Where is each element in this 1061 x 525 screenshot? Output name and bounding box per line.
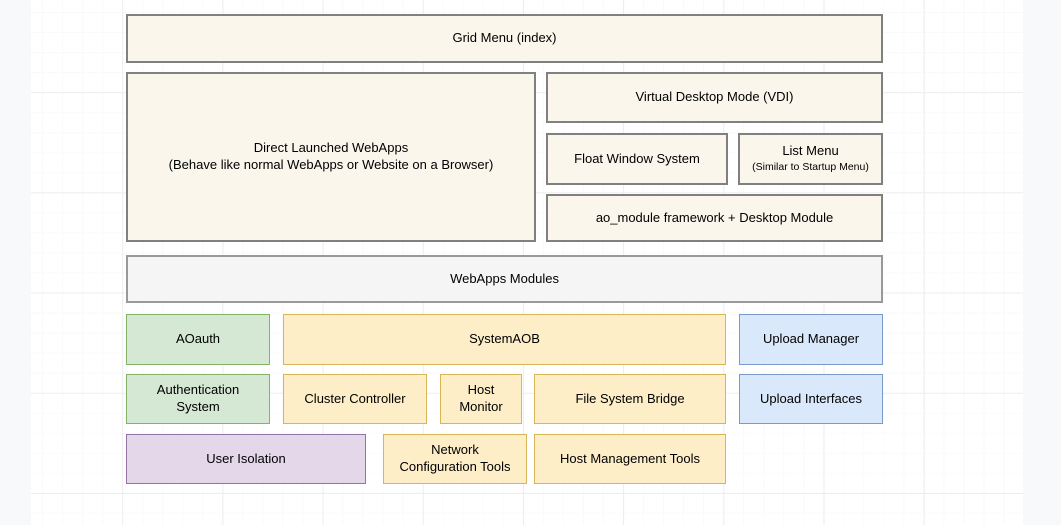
node-float-window-system-label: Float Window System <box>574 150 700 166</box>
node-list-menu[interactable]: List Menu (Similar to Startup Menu) <box>738 133 883 185</box>
node-virtual-desktop-mode[interactable]: Virtual Desktop Mode (VDI) <box>546 72 883 123</box>
node-grid-menu[interactable]: Grid Menu (index) <box>126 14 883 63</box>
node-user-isolation[interactable]: User Isolation <box>126 434 366 484</box>
node-cluster-controller[interactable]: Cluster Controller <box>283 374 427 424</box>
node-host-management-tools-label: Host Management Tools <box>560 450 700 466</box>
node-file-system-bridge-label: File System Bridge <box>575 390 685 406</box>
node-upload-interfaces[interactable]: Upload Interfaces <box>739 374 883 424</box>
node-user-isolation-label: User Isolation <box>206 450 286 466</box>
node-file-system-bridge[interactable]: File System Bridge <box>534 374 726 424</box>
node-upload-manager[interactable]: Upload Manager <box>739 314 883 365</box>
node-direct-launched-webapps-label: Direct Launched WebApps <box>253 140 409 156</box>
node-virtual-desktop-mode-label: Virtual Desktop Mode (VDI) <box>635 89 794 105</box>
node-network-configuration-tools[interactable]: Network Configuration Tools <box>383 434 527 484</box>
node-cluster-controller-label: Cluster Controller <box>304 390 406 406</box>
node-aoauth[interactable]: AOauth <box>126 314 270 365</box>
node-host-management-tools[interactable]: Host Management Tools <box>534 434 726 484</box>
node-grid-menu-label: Grid Menu (index) <box>452 30 557 46</box>
node-direct-launched-webapps[interactable]: Direct Launched WebApps (Behave like nor… <box>126 72 536 242</box>
node-aoauth-label: AOauth <box>175 331 221 347</box>
node-network-configuration-tools-label: Network <box>431 442 479 458</box>
node-host-monitor[interactable]: Host Monitor <box>440 374 522 424</box>
node-direct-launched-webapps-subtitle: (Behave like normal WebApps or Website o… <box>168 157 494 172</box>
node-list-menu-label: List Menu <box>782 143 839 159</box>
node-systemaob-label: SystemAOB <box>469 331 540 347</box>
node-webapps-modules[interactable]: WebApps Modules <box>126 255 883 303</box>
node-network-configuration-tools-label-line2: Configuration Tools <box>399 459 511 474</box>
node-host-monitor-label: Host <box>467 382 495 398</box>
node-float-window-system[interactable]: Float Window System <box>546 133 728 185</box>
node-ao-module-framework[interactable]: ao_module framework + Desktop Module <box>546 194 883 242</box>
node-webapps-modules-label: WebApps Modules <box>450 270 559 286</box>
node-host-monitor-label-line2: Monitor <box>459 399 503 414</box>
node-ao-module-framework-label: ao_module framework + Desktop Module <box>595 209 834 225</box>
node-upload-interfaces-label: Upload Interfaces <box>760 390 862 406</box>
node-list-menu-subtitle: (Similar to Startup Menu) <box>752 161 869 174</box>
node-authentication-system-label-line2: System <box>176 399 220 414</box>
node-upload-manager-label: Upload Manager <box>762 331 860 347</box>
node-systemaob[interactable]: SystemAOB <box>283 314 726 365</box>
node-authentication-system[interactable]: Authentication System <box>126 374 270 424</box>
node-authentication-system-label: Authentication <box>156 382 240 398</box>
